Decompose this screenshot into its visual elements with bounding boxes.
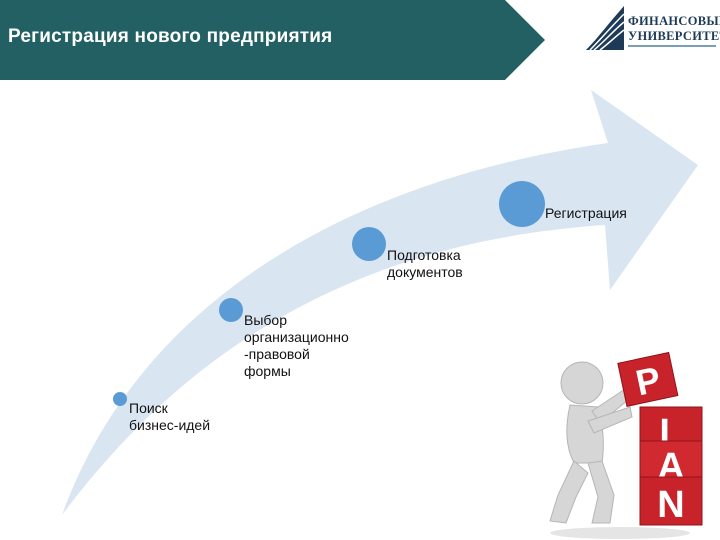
figure-person-icon [549,361,635,524]
header-banner [0,0,545,80]
step-label-idea-search: Поиск бизнес-идей [129,400,211,433]
step-marker-2 [219,298,243,322]
process-arrow [62,90,698,515]
logo-text-line1: ФИНАНСОВЫЙ [628,14,720,28]
step-label-legal-form: Выбор организационно -правовой формы [244,312,349,379]
page-title: Регистрация нового предприятия [8,26,333,47]
step-marker-3 [352,227,386,261]
logo-underline [628,45,716,47]
step-marker-1 [113,392,127,406]
block-n: N [639,476,703,526]
logo-emblem-icon [586,6,625,51]
university-logo: ФИНАНСОВЫЙ УНИВЕРСИТЕТ [584,4,720,52]
block-p: P [617,351,679,407]
plan-illustration: P L A N [549,351,703,539]
step-label-registration: Регистрация [545,205,627,221]
logo-text-line2: УНИВЕРСИТЕТ [628,29,720,43]
block-letter-n: N [657,484,684,526]
step-label-documents: Подготовка документов [387,247,463,280]
step-marker-4 [499,181,545,227]
